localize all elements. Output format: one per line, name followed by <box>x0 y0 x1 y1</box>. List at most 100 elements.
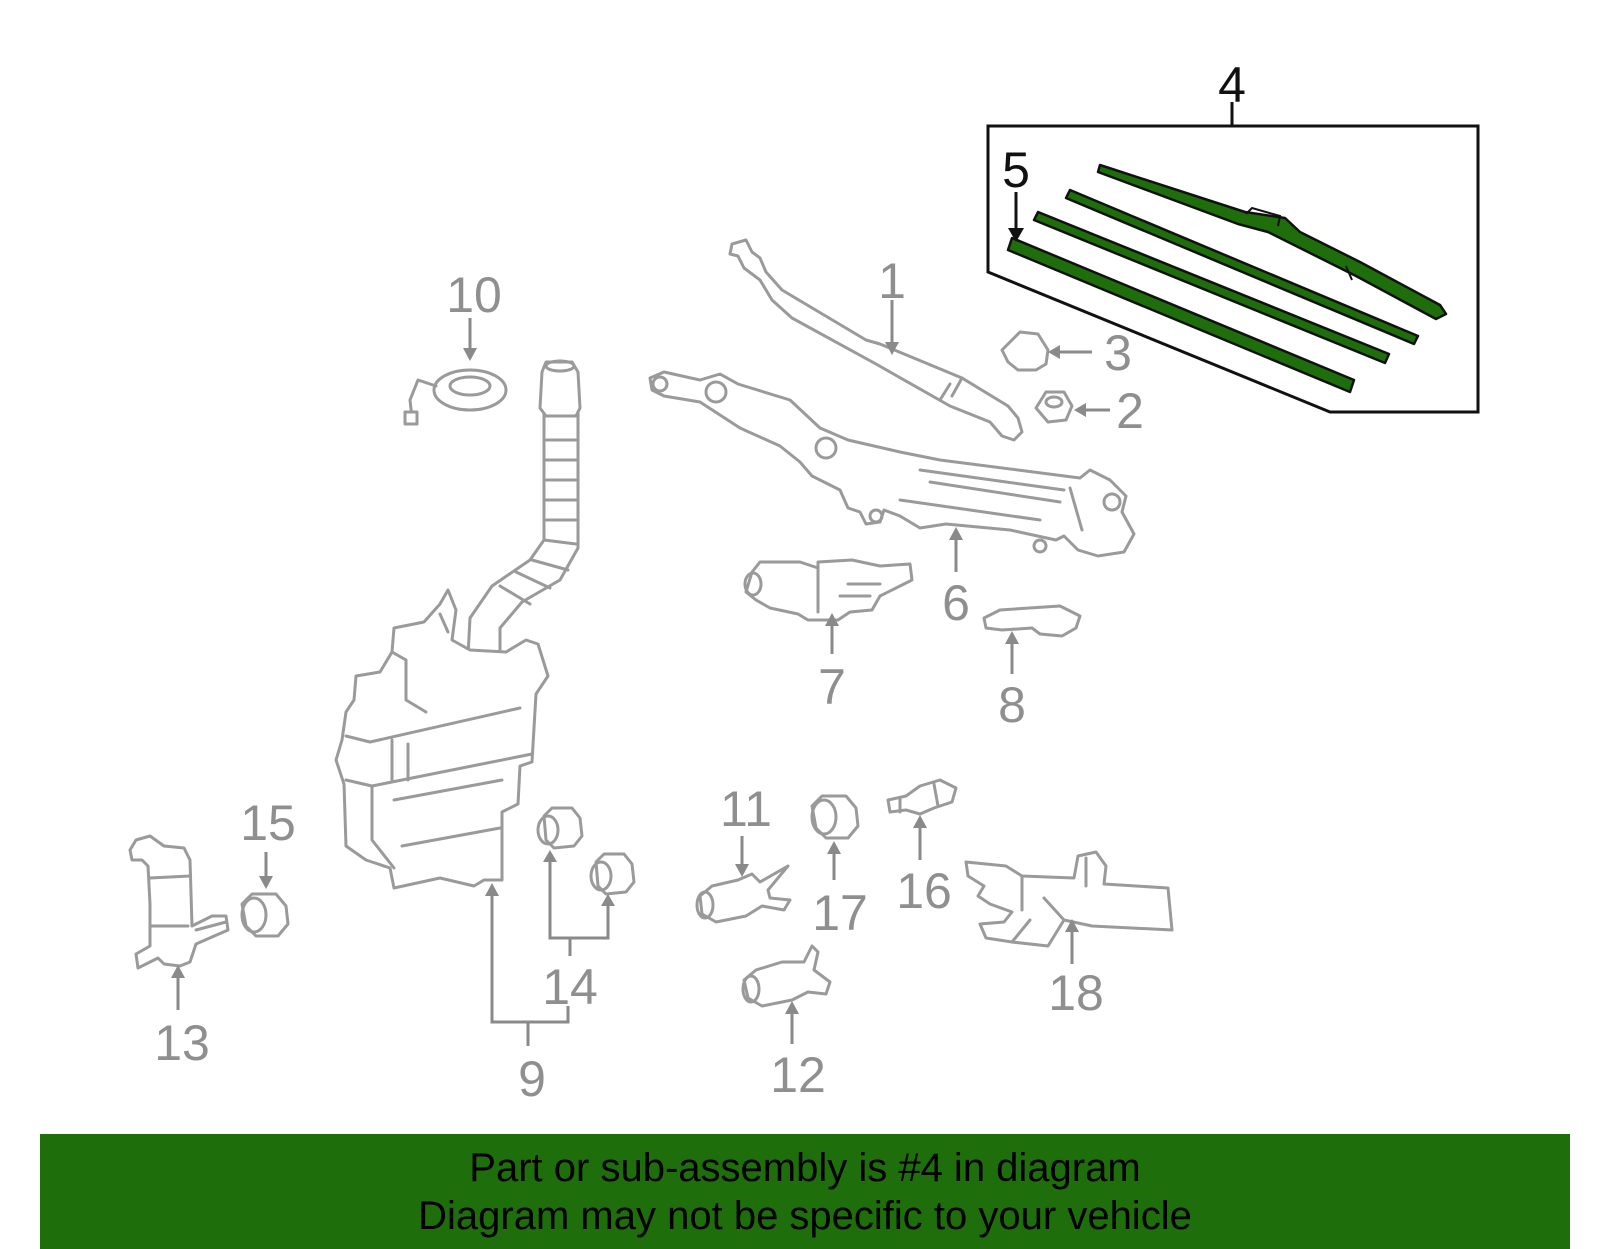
reservoir-grommets-group[interactable]: 14 <box>536 806 636 1015</box>
callout-15-arrowhead <box>259 876 273 889</box>
seal-ring-outer <box>432 368 508 412</box>
callout-8-arrowhead <box>1005 631 1019 644</box>
callout-2[interactable]: 2 <box>1116 383 1144 439</box>
linkage-rod-detail <box>898 468 1084 532</box>
callout-2-arrowhead <box>1074 403 1086 417</box>
callout-5-arrowhead <box>1008 228 1024 242</box>
pump-grommet-group[interactable]: 15 <box>240 795 296 938</box>
pump-grommet-face <box>240 896 268 934</box>
callout-13[interactable]: 13 <box>154 1015 210 1071</box>
cowl-bracket-group[interactable]: 18 <box>964 850 1174 1021</box>
callout-9-arrowhead <box>485 883 499 896</box>
arm-cap-part <box>1000 330 1050 372</box>
callout-17[interactable]: 17 <box>812 885 868 941</box>
linkage-pivot-top <box>704 380 728 404</box>
callout-11-arrowhead <box>735 864 749 877</box>
filler-tube-ribs <box>498 438 578 606</box>
callout-7[interactable]: 7 <box>818 659 846 715</box>
callout-9[interactable]: 9 <box>518 1051 546 1107</box>
callout-17-arrowhead <box>827 841 841 854</box>
callout-10[interactable]: 10 <box>446 267 502 323</box>
arm-cap-group[interactable]: 3 <box>1000 325 1132 381</box>
hose-clip-part <box>886 778 958 816</box>
washer-nozzle-lower-face <box>741 974 761 1004</box>
callout-6-arrowhead <box>949 527 963 540</box>
linkage-pivot-left <box>651 375 669 393</box>
reservoir-detail <box>344 612 534 870</box>
blade-assembly-frame <box>986 124 1480 414</box>
hose-clip-group[interactable]: 16 <box>886 778 958 919</box>
callout-14-arrowhead-b <box>601 894 615 906</box>
washer-nozzle-upper-group[interactable]: 11 <box>695 781 792 924</box>
callout-18[interactable]: 18 <box>1048 965 1104 1021</box>
callout-12[interactable]: 12 <box>770 1047 826 1103</box>
seal-ring-inner <box>448 375 492 397</box>
callout-18-arrowhead <box>1065 919 1079 932</box>
washer-nozzle-upper-part <box>698 864 792 924</box>
footer-line-disclaimer: Diagram may not be specific to your vehi… <box>418 1194 1192 1238</box>
callout-10-arrowhead <box>463 348 477 361</box>
wiper-motor-detail <box>816 566 882 614</box>
nozzle-grommet-face <box>810 798 838 836</box>
blade-refill-strip-upper[interactable] <box>1064 188 1420 346</box>
callout-4[interactable]: 4 <box>1218 57 1246 113</box>
grommet-upper-face <box>536 814 560 846</box>
hose-clip-detail <box>898 782 940 814</box>
cowl-bracket-detail <box>1010 856 1088 944</box>
nozzle-grommet-group[interactable]: 17 <box>810 794 868 941</box>
wiper-blade-part[interactable] <box>1096 163 1448 321</box>
linkage-pivot-bottom <box>868 508 884 524</box>
wiper-motor-end <box>743 571 763 597</box>
wiper-motor-part <box>744 558 914 622</box>
linkage-pivot-right <box>1102 492 1122 512</box>
washer-nozzle-upper-face <box>695 890 715 920</box>
seal-ring-group[interactable]: 10 <box>403 267 508 426</box>
grommet-upper <box>542 806 584 850</box>
wiper-arm-group[interactable]: 1 <box>728 238 1024 442</box>
wiper-linkage-group[interactable]: 6 <box>648 370 1136 631</box>
blade-refill-strip-middle[interactable] <box>1032 210 1391 365</box>
washer-reservoir-tank <box>334 588 550 890</box>
washer-nozzle-lower-part <box>742 944 832 1008</box>
motor-bracket-group[interactable]: 8 <box>982 604 1082 733</box>
grommet-lower <box>594 852 636 896</box>
wiper-arm-detail <box>938 376 964 402</box>
callout-15[interactable]: 15 <box>240 795 296 851</box>
footer-line-part-note: Part or sub-assembly is #4 in diagram <box>469 1146 1141 1190</box>
callout-1-arrowhead <box>885 342 899 355</box>
arm-nut-hole <box>1044 395 1064 409</box>
callout-12-arrowhead <box>785 1001 799 1014</box>
callout-11[interactable]: 11 <box>720 781 772 837</box>
blade-refill-strip-lower[interactable] <box>1006 236 1356 394</box>
motor-bracket-part <box>982 604 1082 638</box>
seal-ring-wire <box>408 378 438 420</box>
linkage-pivot-center <box>814 436 838 460</box>
linkage-pivot-end <box>1032 538 1048 554</box>
callout-9-bracket <box>490 886 570 1024</box>
washer-nozzle-lower-group[interactable]: 12 <box>741 944 832 1103</box>
wiper-motor-group[interactable]: 7 <box>743 558 914 715</box>
callout-7-arrowhead <box>825 613 839 626</box>
washer-reservoir-group[interactable]: 9 <box>334 359 582 1107</box>
callout-3[interactable]: 3 <box>1104 325 1132 381</box>
wiper-linkage-part <box>648 370 1136 558</box>
callout-5[interactable]: 5 <box>1002 142 1030 198</box>
callout-14-bracket <box>548 856 610 940</box>
seal-ring-connector <box>403 410 419 426</box>
callout-8[interactable]: 8 <box>998 677 1026 733</box>
wiper-blade-clip <box>1245 206 1282 227</box>
wiper-blade-seam <box>1345 265 1353 281</box>
callout-14-arrowhead-a <box>543 850 557 862</box>
wiper-arm-part <box>728 238 1024 442</box>
filler-neck-tube <box>466 408 580 658</box>
filler-cap-top <box>544 359 576 373</box>
callout-16-arrowhead <box>913 815 927 828</box>
blade-assembly-group[interactable]: 4 5 <box>986 57 1480 414</box>
callout-14[interactable]: 14 <box>542 959 598 1015</box>
callout-1[interactable]: 1 <box>878 253 906 309</box>
washer-pump-group[interactable]: 13 <box>128 834 230 1071</box>
callout-16[interactable]: 16 <box>896 863 952 919</box>
arm-nut-group[interactable]: 2 <box>1034 383 1144 439</box>
callout-6[interactable]: 6 <box>942 575 970 631</box>
